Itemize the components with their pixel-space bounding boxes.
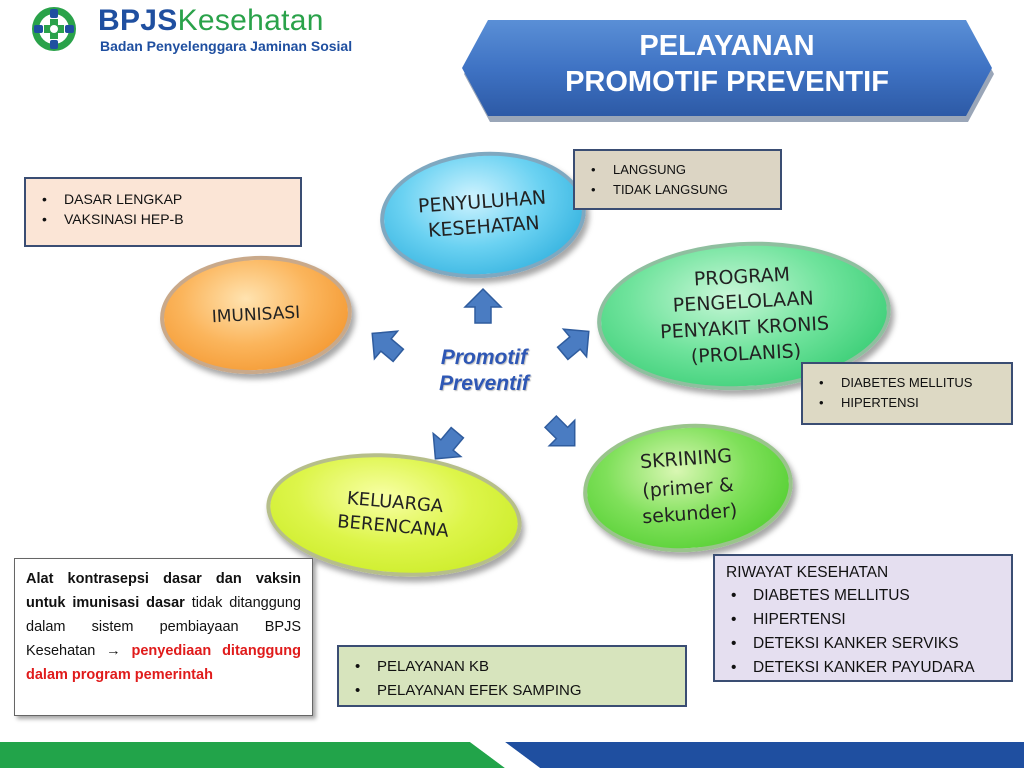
brand-primary: BPJS (98, 4, 178, 37)
list-item: DETEKSI KANKER PAYUDARA (723, 656, 1003, 680)
center-label-line-2: Preventif (439, 372, 529, 396)
box-skrining-details: RIWAYAT KESEHATAN DIABETES MELLITUS HIPE… (713, 554, 1013, 682)
note-arrow-icon: → (106, 643, 121, 659)
list-item: PELAYANAN KB (347, 655, 677, 679)
oval-prolanis-label: PROGRAM PENGELOLAAN PENYAKIT KRONIS (PRO… (659, 263, 830, 368)
oval-imunisasi-label: IMUNISASI (211, 302, 301, 328)
center-label: Promotif Preventif (410, 345, 558, 398)
list-item: DETEKSI KANKER SERVIKS (723, 632, 1003, 656)
brand-subtitle: Badan Penyelenggara Jaminan Sosial (100, 38, 353, 54)
oval-penyuluhan-kesehatan: PENYULUHAN KESEHATAN (375, 144, 591, 286)
prolanis-list: DIABETES MELLITUS HIPERTENSI (811, 373, 1003, 413)
note-bold-text: Alat kontrasepsi dasar dan vaksin untuk … (26, 571, 301, 611)
arrow-left-up-icon (371, 330, 405, 363)
kb-list: PELAYANAN KB PELAYANAN EFEK SAMPING (347, 655, 677, 703)
box-penyuluhan-details: LANGSUNG TIDAK LANGSUNG (573, 149, 782, 210)
oval-skrining-title: SKRINING (639, 445, 733, 474)
note-normal-text: tidak ditanggung dalam sistem pembiayaan… (26, 595, 301, 659)
list-item: TIDAK LANGSUNG (583, 180, 772, 200)
title-banner (462, 20, 994, 122)
center-label-line-1: Promotif (440, 346, 528, 369)
penyuluhan-list: LANGSUNG TIDAK LANGSUNG (583, 160, 772, 200)
arrow-right-up-icon (556, 328, 590, 361)
list-item: DIABETES MELLITUS (811, 373, 1003, 393)
list-item: HIPERTENSI (723, 608, 1003, 632)
arrow-up-icon (463, 287, 503, 324)
footer-stripe (0, 742, 1024, 768)
oval-kb-label: KELUARGA BERENCANA (336, 487, 450, 542)
oval-skrining-subtitle: (primer & sekunder) (641, 474, 738, 529)
box-imunisasi-details: DASAR LENGKAP VAKSINASI HEP-B (24, 177, 302, 247)
list-item: LANGSUNG (583, 160, 772, 180)
note-box: Alat kontrasepsi dasar dan vaksin untuk … (14, 558, 313, 716)
oval-skrining: SKRINING (primer & sekunder) (578, 416, 798, 560)
box-kb-details: PELAYANAN KB PELAYANAN EFEK SAMPING (337, 645, 687, 707)
bpjs-logo-icon (32, 7, 76, 51)
skrining-list: DIABETES MELLITUS HIPERTENSI DETEKSI KAN… (723, 584, 1003, 680)
list-item: DIABETES MELLITUS (723, 584, 1003, 608)
list-item: VAKSINASI HEP-B (34, 209, 292, 229)
brand-secondary: Kesehatan (177, 4, 324, 37)
arrow-left-down-icon (432, 426, 465, 460)
oval-imunisasi: IMUNISASI (157, 251, 355, 379)
title-line-2: PROMOTIF PREVENTIF (565, 66, 889, 99)
box-prolanis-details: DIABETES MELLITUS HIPERTENSI (801, 362, 1013, 425)
list-item: HIPERTENSI (811, 393, 1003, 413)
skrining-heading: RIWAYAT KESEHATAN (726, 564, 889, 581)
page-title: PELAYANAN PROMOTIF PREVENTIF (458, 28, 996, 101)
list-item: PELAYANAN EFEK SAMPING (347, 679, 677, 703)
oval-penyuluhan-label: PENYULUHAN KESEHATAN (417, 186, 547, 242)
list-item: DASAR LENGKAP (34, 189, 292, 209)
note-red-text: penyediaan ditanggung dalam program peme… (26, 643, 301, 683)
arrow-right-down-icon (543, 414, 576, 447)
brand-name: BPJSKesehatan (98, 4, 324, 38)
title-line-1: PELAYANAN (639, 30, 815, 62)
imunisasi-list: DASAR LENGKAP VAKSINASI HEP-B (34, 189, 292, 229)
